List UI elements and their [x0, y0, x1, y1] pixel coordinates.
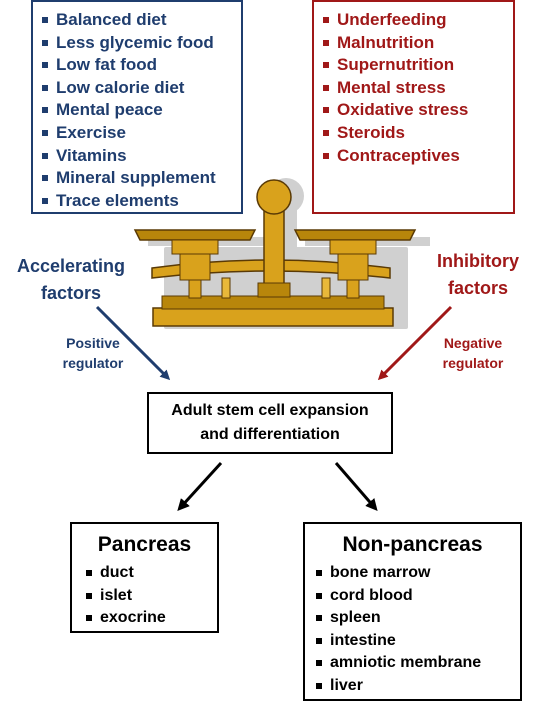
positive-arrow [95, 305, 171, 381]
list-item: bone marrow [314, 562, 520, 585]
to-pancreas-arrow [177, 461, 223, 511]
center-line: Adult stem cell expansion [171, 402, 369, 419]
list-item: Low fat food [40, 54, 241, 77]
non-pancreas-box: Non-pancreas bone marrow cord blood sple… [303, 522, 522, 701]
pancreas-title: Pancreas [97, 533, 192, 556]
label-line: Inhibitory [437, 251, 519, 271]
list-item: exocrine [84, 607, 217, 630]
list-item: amniotic membrane [314, 652, 520, 675]
accelerating-factors-box: Balanced diet Less glycemic food Low fat… [31, 0, 243, 214]
accelerating-factors-list: Balanced diet Less glycemic food Low fat… [40, 9, 241, 212]
list-item: Exercise [40, 122, 241, 145]
list-item: Mineral supplement [40, 167, 241, 190]
non-pancreas-list: bone marrow cord blood spleen intestine … [314, 562, 520, 697]
stem-cell-expansion-box: Adult stem cell expansion and differenti… [147, 392, 393, 454]
list-item: Mental stress [321, 77, 513, 100]
label-line: factors [447, 278, 509, 298]
list-item: Vitamins [40, 145, 241, 168]
inhibitory-factors-label: Inhibitory factors [418, 248, 538, 302]
balance-scale-icon [133, 178, 430, 329]
list-item: islet [84, 585, 217, 608]
list-item: Malnutrition [321, 32, 513, 55]
list-item: Trace elements [40, 190, 241, 213]
to-nonpancreas-arrow [334, 462, 378, 512]
list-item: Less glycemic food [40, 32, 241, 55]
list-item: Contraceptives [321, 145, 513, 168]
inhibitory-factors-list: Underfeeding Malnutrition Supernutrition… [321, 9, 513, 167]
negative-regulator-label: Negative regulator [418, 333, 528, 373]
non-pancreas-title: Non-pancreas [342, 533, 483, 556]
list-item: Low calorie diet [40, 77, 241, 100]
label-line: Positive [66, 335, 120, 351]
list-item: Supernutrition [321, 54, 513, 77]
pancreas-list: duct islet exocrine [84, 562, 217, 630]
list-item: liver [314, 675, 520, 698]
pancreas-box: Pancreas duct islet exocrine [70, 522, 219, 633]
inhibitory-factors-box: Underfeeding Malnutrition Supernutrition… [312, 0, 515, 214]
list-item: spleen [314, 607, 520, 630]
label-line: Negative [443, 335, 503, 351]
positive-regulator-label: Positive regulator [38, 333, 148, 373]
list-item: duct [84, 562, 217, 585]
label-line: regulator [442, 355, 504, 371]
list-item: Mental peace [40, 99, 241, 122]
label-line: regulator [62, 355, 124, 371]
label-line: Accelerating [16, 256, 126, 276]
list-item: Oxidative stress [321, 99, 513, 122]
list-item: intestine [314, 630, 520, 653]
center-line: and differentiation [200, 426, 340, 443]
list-item: cord blood [314, 585, 520, 608]
negative-arrow [377, 305, 453, 381]
accelerating-factors-label: Accelerating factors [0, 253, 142, 307]
list-item: Underfeeding [321, 9, 513, 32]
list-item: Steroids [321, 122, 513, 145]
list-item: Balanced diet [40, 9, 241, 32]
label-line: factors [40, 283, 102, 303]
